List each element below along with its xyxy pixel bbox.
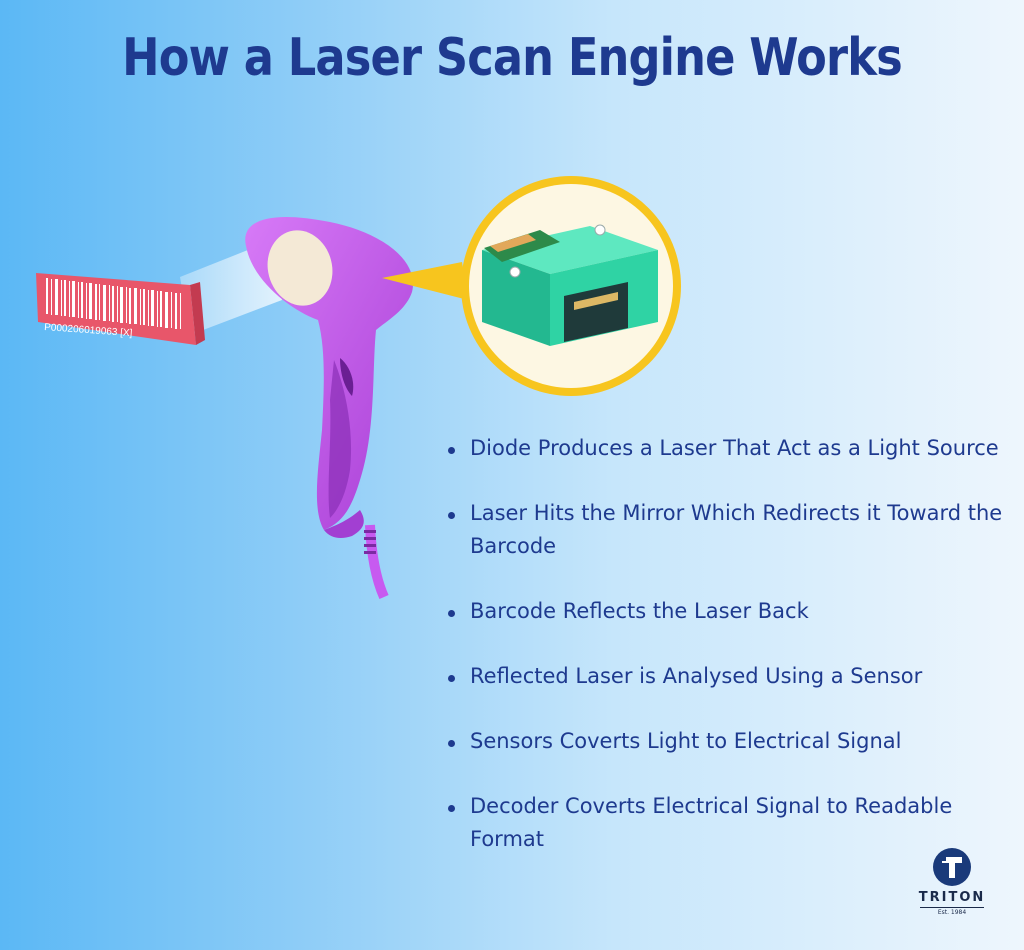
list-item: Decoder Coverts Electrical Signal to Rea… [448, 790, 1008, 856]
bullet-dot [448, 675, 455, 682]
list-item: Barcode Reflects the Laser Back [448, 595, 1008, 628]
scanner-cable [365, 524, 389, 600]
scanner-illustration: P000206019063 [X] [36, 176, 681, 600]
barcode-bars [46, 278, 181, 329]
page-title: How a Laser Scan Engine Works [122, 28, 903, 88]
list-item: Diode Produces a Laser That Act as a Lig… [448, 432, 1008, 465]
triton-logo: TRITON Est. 1984 [914, 848, 990, 920]
list-item: Sensors Coverts Light to Electrical Sign… [448, 725, 1008, 758]
list-item: Laser Hits the Mirror Which Redirects it… [448, 497, 1008, 563]
steps-list: Diode Produces a Laser That Act as a Lig… [448, 432, 1008, 888]
bullet-dot [448, 512, 455, 519]
triton-badge-icon [933, 848, 971, 886]
barcode-label: P000206019063 [X] [36, 273, 205, 345]
logo-name: TRITON [918, 890, 986, 905]
logo-established: Est. 1984 [920, 907, 984, 916]
list-item: Reflected Laser is Analysed Using a Sens… [448, 660, 1008, 693]
scanner-window [267, 230, 333, 306]
bullet-dot [448, 447, 455, 454]
scan-engine-callout [461, 176, 681, 396]
bullet-dot [448, 805, 455, 812]
bullet-dot [448, 740, 455, 747]
callout-pointer [382, 262, 468, 300]
bullet-dot [448, 610, 455, 617]
